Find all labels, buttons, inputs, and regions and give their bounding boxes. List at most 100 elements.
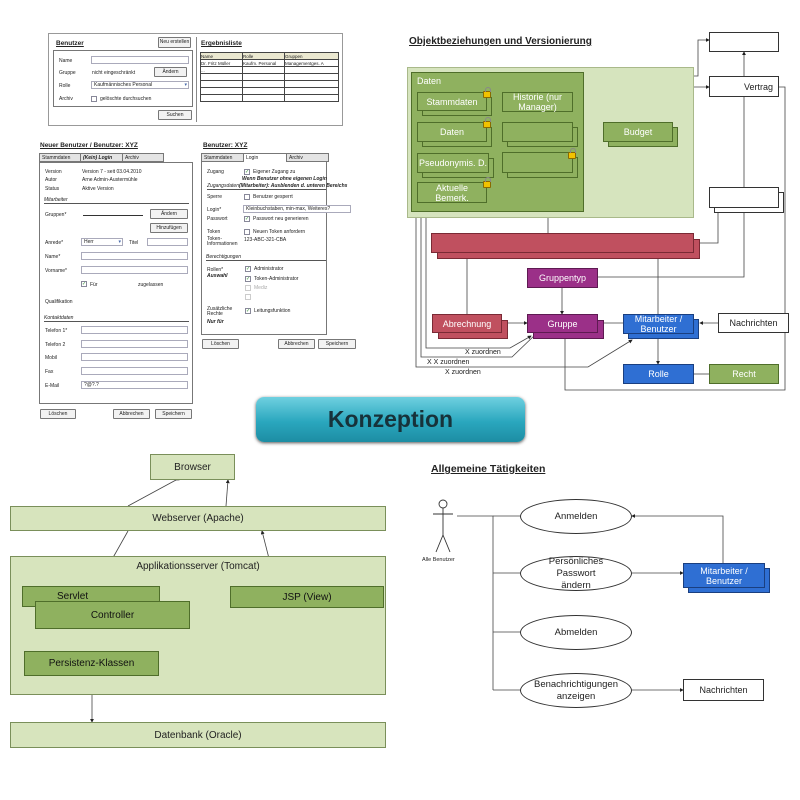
archive-checkbox-label: gelöschte durchsuchen bbox=[100, 96, 152, 102]
token-label: Token bbox=[207, 229, 221, 235]
password-label: Passwort bbox=[207, 216, 228, 222]
section-permissions: Berechtigungen bbox=[206, 254, 326, 261]
contract-box: Vertrag bbox=[709, 76, 779, 97]
firstname-label: Vorname* bbox=[45, 268, 67, 274]
object-diagram-title: Objektbeziehungen und Versionierung bbox=[409, 36, 592, 47]
email-input[interactable]: ?@?.? bbox=[81, 381, 188, 389]
change-group-button[interactable]: Ändern bbox=[154, 67, 187, 77]
role-label: Rolle bbox=[59, 83, 71, 89]
budget-box: Budget bbox=[603, 122, 673, 142]
empty-data-box bbox=[502, 122, 573, 142]
phone1-input[interactable] bbox=[81, 326, 188, 334]
role-select[interactable]: Kaufmännisches Personal ▾ bbox=[91, 81, 189, 89]
add-group-button[interactable]: Hinzufügen bbox=[150, 223, 188, 233]
access-label: Zugang bbox=[207, 169, 224, 175]
extra-rights-note: Nur für bbox=[207, 319, 224, 325]
archive-checkbox[interactable] bbox=[91, 96, 97, 102]
title-input[interactable] bbox=[147, 238, 188, 246]
lock-checkbox[interactable] bbox=[244, 194, 250, 200]
controller-box: Controller bbox=[35, 601, 190, 629]
salutation-value: Herr bbox=[84, 239, 94, 245]
use-case-notifications: Benachrichtigungen anzeigen bbox=[520, 673, 632, 708]
role-label: Mediz bbox=[254, 285, 268, 291]
data-container-label: Daten bbox=[417, 76, 442, 86]
login-form-panel bbox=[201, 162, 327, 335]
role-empty-checkbox[interactable] bbox=[245, 294, 251, 300]
title-label: Titel bbox=[129, 240, 139, 246]
table-row[interactable] bbox=[200, 94, 339, 102]
name-input[interactable] bbox=[81, 252, 188, 260]
section-employee: Mitarbeiter bbox=[44, 197, 189, 204]
cancel-button[interactable]: Abbrechen bbox=[113, 409, 150, 419]
chevron-down-icon: ▾ bbox=[118, 239, 121, 245]
delete-button[interactable]: Löschen bbox=[40, 409, 76, 419]
messages-box: Nachrichten bbox=[718, 313, 789, 333]
role-box: Rolle bbox=[623, 364, 694, 384]
admitted-label: zugelassen bbox=[138, 282, 164, 288]
browser-box: Browser bbox=[150, 454, 235, 480]
fax-input[interactable] bbox=[81, 367, 188, 375]
tab-archiv[interactable]: Archiv bbox=[122, 153, 164, 162]
actor-label: Alle Benutzer bbox=[422, 557, 455, 563]
token-checkbox-label: Neuen Token anfordern bbox=[253, 229, 306, 235]
name-label: Name bbox=[59, 58, 73, 64]
section-contact: Kontaktdaten bbox=[44, 315, 189, 322]
change-groups-button[interactable]: Ändern bbox=[150, 209, 188, 219]
lock-icon bbox=[483, 177, 491, 188]
delete-button[interactable]: Löschen bbox=[202, 339, 239, 349]
right-box: Recht bbox=[709, 364, 779, 384]
access-data-note: (Mitarbeiter): Ausblenden d. unteren Ber… bbox=[238, 183, 348, 189]
role-token-admin-checkbox[interactable]: ✓ bbox=[245, 276, 251, 282]
phone2-input[interactable] bbox=[81, 340, 188, 348]
roles-note: Auswahl bbox=[207, 273, 228, 279]
mobile-input[interactable] bbox=[81, 353, 188, 361]
role-mediz-checkbox[interactable] bbox=[245, 285, 251, 291]
role-administrator-checkbox[interactable]: ✓ bbox=[245, 266, 251, 272]
use-case-login: Anmelden bbox=[520, 499, 632, 534]
save-button[interactable]: Speichern bbox=[318, 339, 356, 349]
search-title: Benutzer bbox=[56, 40, 84, 47]
remarks-box: Aktuelle Bemerk. bbox=[417, 182, 487, 203]
name-label: Name* bbox=[45, 254, 61, 260]
tab-archiv[interactable]: Archiv bbox=[286, 153, 329, 162]
role-select-value: Kaufmännisches Personal bbox=[94, 82, 153, 88]
new-user-button[interactable]: Neu erstellen bbox=[158, 37, 191, 48]
status-label: Status bbox=[45, 186, 60, 192]
actor-icon bbox=[433, 499, 453, 553]
groups-line bbox=[83, 215, 143, 216]
divider bbox=[196, 37, 197, 122]
assign-label: X zuordnen bbox=[465, 349, 501, 356]
group-type-box: Gruppentyp bbox=[527, 268, 598, 288]
save-button[interactable]: Speichern bbox=[155, 409, 192, 419]
history-box: Historie (nur Manager) bbox=[502, 92, 573, 112]
login-input[interactable]: Kleinbuchstaben, min-max, Weiteres? bbox=[243, 205, 351, 213]
for-checkbox[interactable]: ✓ bbox=[81, 281, 87, 287]
for-checkbox-label: Für bbox=[90, 282, 98, 288]
token-checkbox[interactable] bbox=[244, 229, 250, 235]
group-box: Gruppe bbox=[527, 314, 598, 333]
user-form-title: Neuer Benutzer / Benutzer: XYZ bbox=[40, 142, 138, 149]
cancel-button[interactable]: Abbrechen bbox=[278, 339, 315, 349]
role-label: Token-Administrator bbox=[254, 276, 299, 282]
roles-label: Rollen* bbox=[207, 267, 224, 273]
version-label: Version bbox=[45, 169, 62, 175]
name-input[interactable] bbox=[91, 56, 189, 64]
token-info-value: 123-ABC-321-CBA bbox=[244, 237, 287, 243]
role-label: Administrator bbox=[254, 266, 284, 272]
access-checkbox[interactable]: ✓ bbox=[244, 169, 250, 175]
chevron-down-icon: ▾ bbox=[184, 82, 187, 88]
password-checkbox[interactable]: ✓ bbox=[244, 216, 250, 222]
lock-icon bbox=[483, 117, 491, 128]
search-button[interactable]: Suchen bbox=[158, 110, 192, 120]
lock-icon bbox=[568, 148, 576, 159]
author-value: Arne Admin-Austermühle bbox=[82, 177, 138, 183]
fax-label: Fax bbox=[45, 369, 54, 375]
email-label: E-Mail bbox=[45, 383, 60, 389]
firstname-input[interactable] bbox=[81, 266, 188, 274]
leadership-checkbox[interactable]: ✓ bbox=[245, 308, 251, 314]
stammdaten-box: Stammdaten bbox=[417, 92, 487, 111]
leadership-label: Leitungsfunktion bbox=[254, 308, 291, 314]
salutation-select[interactable]: Herr ▾ bbox=[81, 238, 123, 246]
phone2-label: Telefon 2 bbox=[45, 342, 66, 348]
use-case-change-password: Persönliches Passwort ändern bbox=[520, 556, 632, 591]
